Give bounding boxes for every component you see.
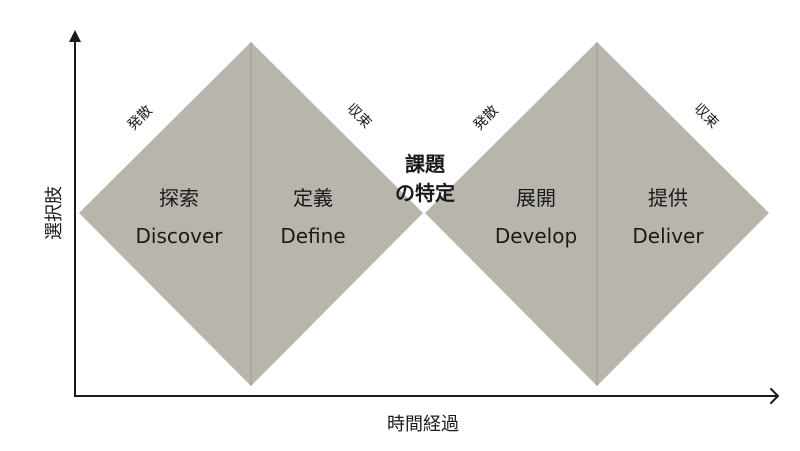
left-converge-label: 収束 bbox=[343, 101, 374, 132]
y-axis-label: 選択肢 bbox=[44, 186, 65, 240]
phase-define-en: Define bbox=[280, 224, 345, 248]
phase-deliver-jp: 提供 bbox=[648, 186, 688, 210]
center-label-line2: の特定 bbox=[395, 181, 455, 205]
right-diverge-label: 発散 bbox=[471, 103, 502, 134]
phase-develop-jp: 展開 bbox=[516, 186, 556, 210]
phase-define-jp: 定義 bbox=[293, 186, 333, 210]
phase-develop-en: Develop bbox=[495, 224, 577, 248]
y-axis-arrow-icon bbox=[69, 30, 81, 42]
phase-deliver-en: Deliver bbox=[632, 224, 704, 248]
phase-discover-jp: 探索 bbox=[159, 186, 199, 210]
x-axis-arrow-icon bbox=[770, 388, 779, 404]
right-converge-label: 収束 bbox=[690, 101, 721, 132]
center-label-line1: 課題 bbox=[405, 152, 446, 176]
left-diverge-label: 発散 bbox=[125, 103, 156, 134]
phase-discover-en: Discover bbox=[136, 224, 224, 248]
x-axis-label: 時間経過 bbox=[387, 414, 459, 435]
